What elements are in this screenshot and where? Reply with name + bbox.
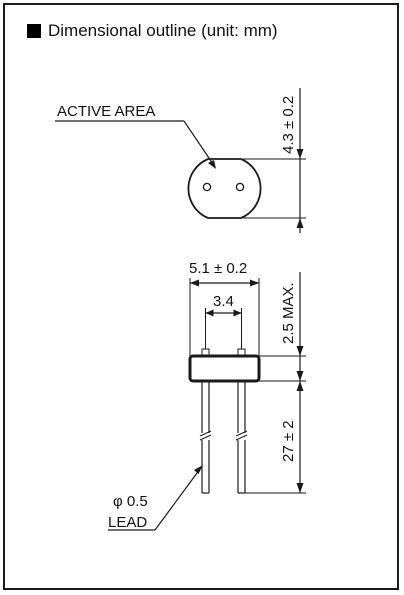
height-body-arrow-upper (296, 346, 304, 356)
top-view-lead-dot-right (235, 182, 245, 192)
lead-diameter-label: φ 0.5 (113, 493, 148, 510)
active-area-leader (183, 120, 214, 165)
width-outer-arrow-right (250, 279, 259, 287)
lead-leader (154, 468, 201, 531)
diagram-title: Dimensional outline (unit: mm) (48, 21, 278, 40)
top-view-lead-dot-left (202, 182, 212, 192)
width-outer-arrow-left (190, 279, 199, 287)
lead-leader-arrowhead (194, 465, 203, 474)
bullet-square-icon (27, 24, 41, 38)
lead-length-label: 27 ± 2 (280, 420, 297, 462)
top-view-package-outline (187, 158, 262, 219)
height-body-label: 2.5 MAX. (280, 282, 297, 344)
lead-right-break-mark (235, 430, 248, 441)
width-inner-arrow-right (233, 309, 242, 317)
height-top-arrow-upper (296, 149, 304, 159)
width-inner-arrow-left (205, 309, 214, 317)
active-area-arrowhead (208, 160, 216, 169)
lead-label: LEAD (108, 514, 147, 531)
height-body-arrow-lower (296, 371, 304, 381)
active-area-label: ACTIVE AREA (57, 103, 155, 120)
width-outer-label: 5.1 ± 0.2 (189, 260, 247, 277)
height-top-label: 4.3 ± 0.2 (280, 96, 297, 154)
side-view-package-body (188, 354, 261, 383)
lead-left-break-mark (199, 430, 212, 441)
lead-length-arrow-lower (296, 483, 304, 493)
width-inner-label: 3.4 (213, 293, 234, 310)
diagram-header: Dimensional outline (unit: mm) (27, 19, 278, 43)
diagram-frame (3, 3, 399, 590)
lead-length-arrow-upper (296, 381, 304, 391)
